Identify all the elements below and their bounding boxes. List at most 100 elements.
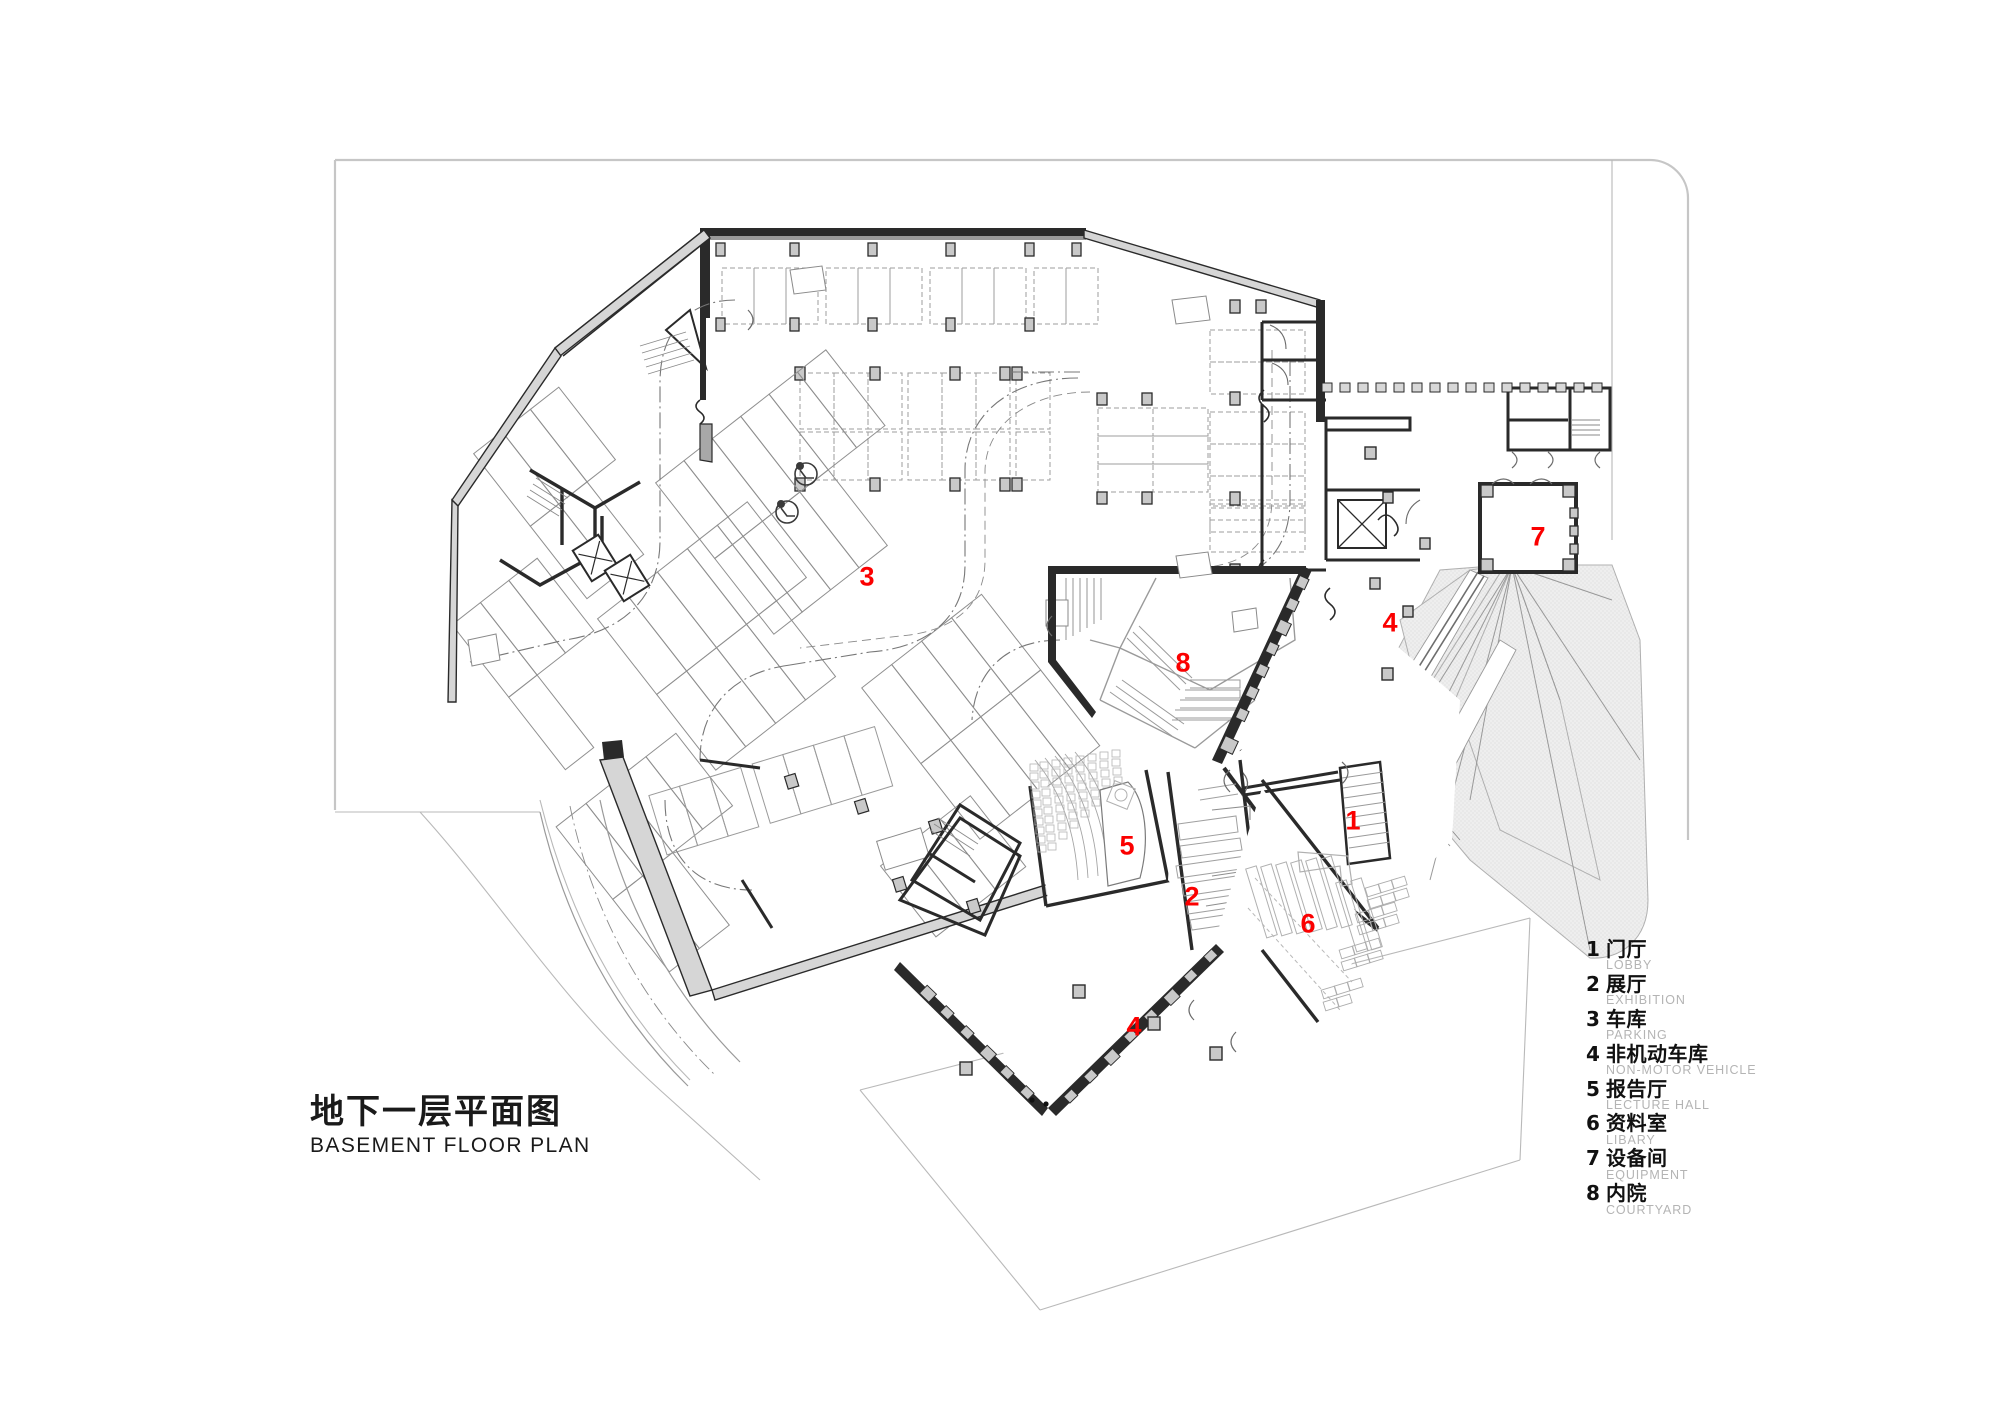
- curtain-wall-north: [1321, 382, 1603, 393]
- equipment-room: [1478, 478, 1579, 574]
- title-block: 地下一层平面图 BASEMENT FLOOR PLAN: [310, 1092, 591, 1158]
- misc-small-rooms: [699, 758, 1022, 937]
- parking-stalls-east: [1209, 329, 1306, 553]
- accessible-parking-symbol: [775, 461, 818, 524]
- legend-cn-8: 内院: [1606, 1181, 1647, 1206]
- library-service-counter: [1297, 851, 1353, 887]
- wall-north: [700, 228, 1086, 318]
- legend-cn-1: 门厅: [1606, 937, 1647, 961]
- nw-stair: [639, 308, 713, 463]
- west-wall: [447, 229, 711, 703]
- legend-cn-2: 展厅: [1606, 971, 1647, 996]
- sw-stair-flight: [929, 817, 979, 857]
- west-stair-flight: [526, 477, 569, 517]
- legend-num-1: 1: [1586, 937, 1601, 961]
- legend-num-4: 4: [1586, 1041, 1601, 1066]
- legend-num-6: 6: [1586, 1111, 1601, 1136]
- lecture-hall-seat-units: [1029, 749, 1123, 853]
- legend-label-en-8: COURTYARD: [1606, 1202, 1693, 1217]
- legend-num-3: 3: [1586, 1006, 1601, 1031]
- sw-wing-columns: [783, 772, 982, 915]
- legend-label-en-5: LECTURE HALL: [1606, 1097, 1710, 1112]
- curtain-wall-east: [1212, 566, 1312, 764]
- legend-num-7: 7: [1586, 1146, 1601, 1171]
- legend-cn-7: 设备间: [1606, 1146, 1668, 1171]
- equipment-door-swing: [1491, 478, 1553, 485]
- lecture-hall: [1028, 749, 1173, 912]
- legend-cn-6: 资料室: [1606, 1111, 1668, 1136]
- ne-stair-flight: [1572, 419, 1600, 436]
- projection-symbol: [1106, 780, 1136, 810]
- room-marker-library: 6: [1300, 908, 1316, 939]
- legend-cn-5: 报告厅: [1606, 1076, 1668, 1101]
- lecture-hall-stage: [1099, 781, 1146, 887]
- ramp-centerline: [569, 805, 715, 1075]
- library-reading-tables: [1320, 875, 1410, 1012]
- structural-columns-row2: [794, 366, 1023, 492]
- drawing-title-en: BASEMENT FLOOR PLAN: [310, 1133, 591, 1157]
- south-curtain-wall: [894, 944, 1224, 1116]
- legend-label-en-1: LOBBY: [1606, 958, 1653, 973]
- parking-stalls-mid: [1097, 407, 1209, 493]
- site-boundary: [333, 158, 1690, 840]
- room-marker-exhibition: 2: [1184, 881, 1200, 912]
- legend-label-en-4: NON-MOTOR VEHICLE: [1606, 1063, 1757, 1078]
- legend-label-en-3: PARKING: [1606, 1028, 1668, 1043]
- room-marker-equipment: 7: [1530, 521, 1546, 552]
- elevator-cross-mark-east: [1337, 499, 1387, 549]
- parking-garage: [451, 228, 1306, 973]
- room-marker-lobby: 1: [1345, 805, 1361, 836]
- drive-aisle-edges: [799, 350, 1273, 649]
- ne-door-swing: [1511, 451, 1601, 469]
- southwest-wing: [539, 725, 1059, 1087]
- parking-stalls-angled-e: [451, 557, 595, 771]
- building-envelope: [450, 228, 1505, 1110]
- vehicle-ramp: [539, 799, 741, 1087]
- floor-hatch-marks: [467, 265, 1259, 667]
- lobby-stair: [1338, 760, 1392, 866]
- library-shelf-outline: [1247, 877, 1353, 1011]
- room-marker-lecture-hall: 5: [1119, 830, 1135, 861]
- parking-stalls-north: [721, 267, 1099, 325]
- elevator-cross-mark: [578, 540, 645, 595]
- door-swing: [1269, 324, 1421, 525]
- legend-num-8: 8: [1586, 1181, 1601, 1206]
- legend-label-en-6: LIBARY: [1606, 1132, 1656, 1147]
- lobby-partition: [1243, 770, 1341, 797]
- courtyard-ramp: [1109, 625, 1193, 737]
- door-openings: [747, 309, 1349, 1053]
- legend-label-en-7: EQUIPMENT: [1606, 1167, 1689, 1182]
- room-marker-courtyard: 8: [1175, 647, 1191, 678]
- room-marker-non-motor-vehicle: 4: [1382, 607, 1398, 638]
- drawing-title-cn: 地下一层平面图: [310, 1092, 562, 1132]
- legend-cn-3: 车库: [1606, 1006, 1647, 1031]
- parking-stalls-angled-c: [861, 593, 1101, 840]
- legend-num-5: 5: [1586, 1076, 1601, 1101]
- room-marker-parking: 3: [859, 561, 875, 592]
- east-service-core: [1083, 229, 1421, 621]
- library: [1212, 778, 1410, 1040]
- structural-columns-mid: [1096, 392, 1153, 505]
- north-east-small-rooms: [1506, 386, 1612, 452]
- legend-label-en-2: EXHIBITION: [1606, 993, 1686, 1008]
- parking-stalls-angled-a: [654, 349, 889, 635]
- legend-num-2: 2: [1586, 971, 1601, 996]
